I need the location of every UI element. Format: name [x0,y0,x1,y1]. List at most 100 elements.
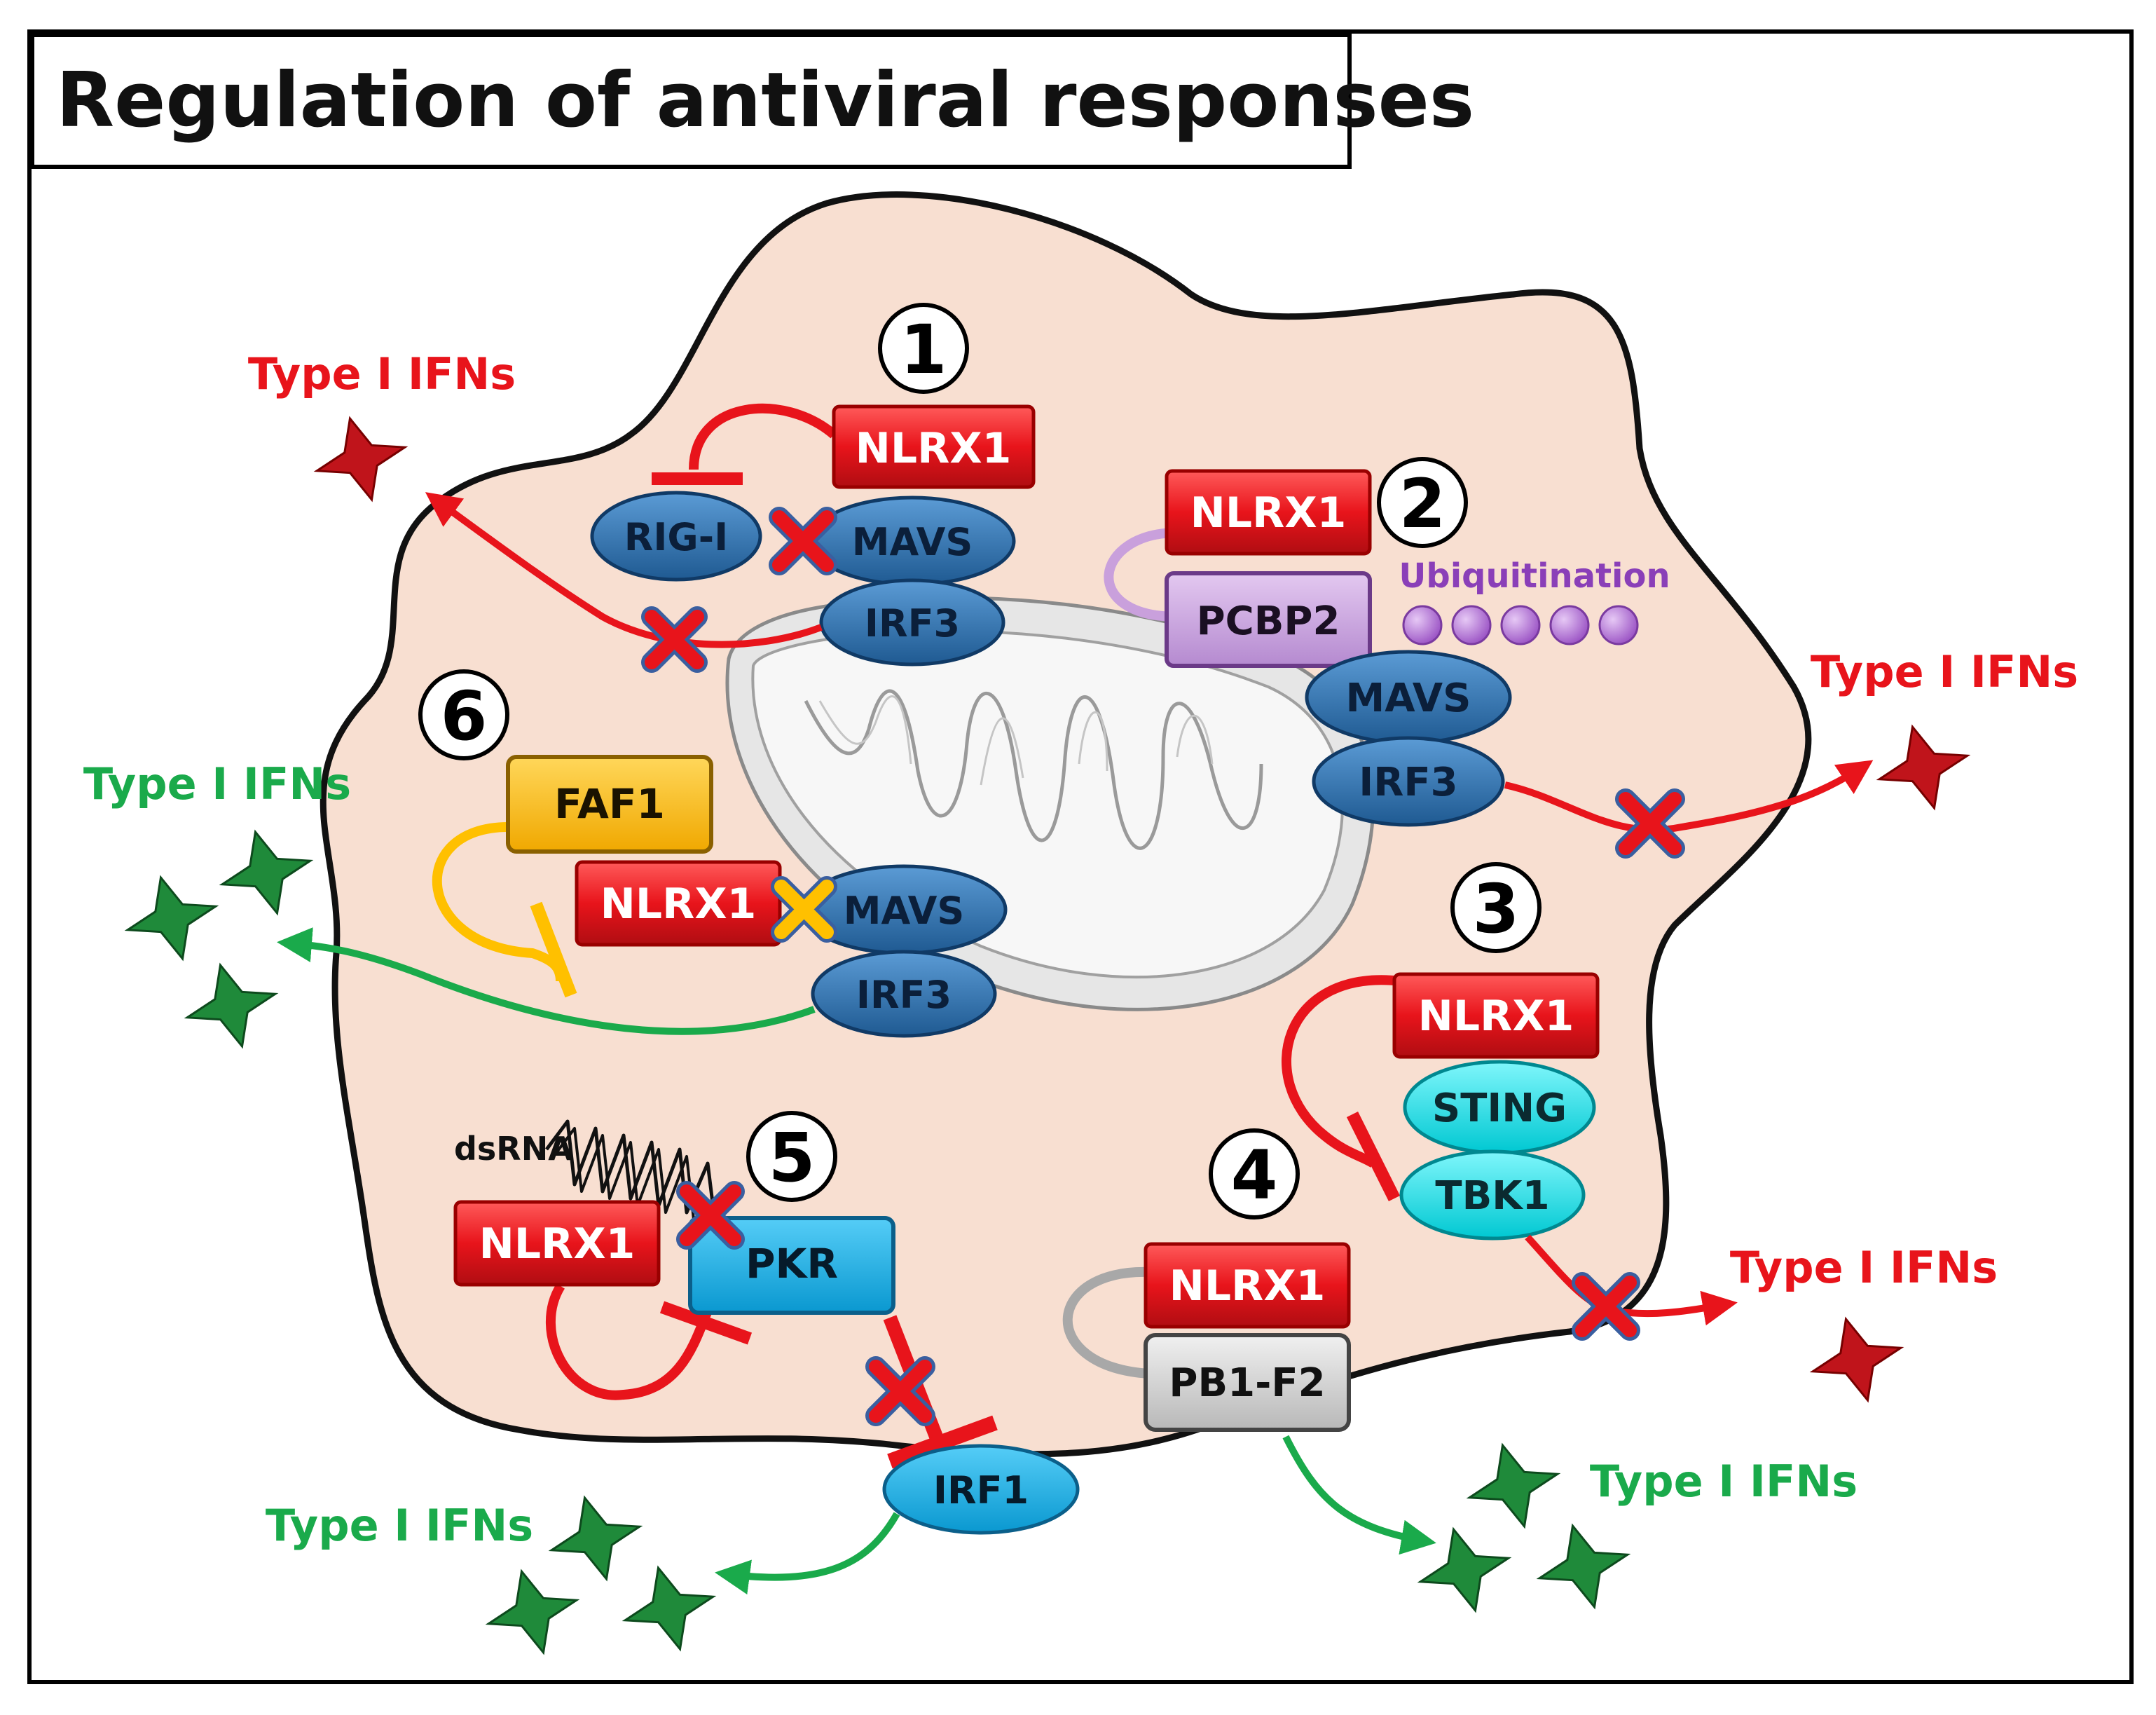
number-badge-5 [746,1111,837,1202]
pkr-inhibition-bar [887,1415,998,1469]
nlrx1-box-2 [1165,469,1372,556]
number-label-3: 3 [1473,870,1520,948]
ubiquitin-bead [1598,605,1639,645]
nlrx1-box-5 [453,1200,661,1287]
number-label-1: 1 [900,310,947,389]
dsrna-helix [545,1119,717,1220]
ifn-star-6a [219,829,314,916]
title-box [30,33,1352,169]
irf3-label-1: IRF3 [865,601,960,645]
tbk1-label: TBK1 [1435,1173,1549,1219]
number-label-4: 4 [1231,1136,1278,1215]
irf1-node [882,1444,1080,1535]
nlrx1-box-1 [832,404,1036,489]
dsrna-label: dsRNA [454,1130,573,1168]
ifn-star-6c [184,962,279,1049]
block-mark-5a [676,1181,745,1250]
nlrx1-label-1: NLRX1 [856,424,1012,473]
inhibition-loop-5 [545,1283,713,1400]
tbk1-node [1399,1149,1586,1241]
ifn-star-6b [124,875,219,962]
ifn-star-5a [548,1495,643,1582]
pcbp2-box [1165,571,1372,668]
signal-path-1 [425,492,823,648]
ifn-star-2 [1876,724,1971,811]
irf3-label-2: IRF3 [1359,760,1457,805]
pkr-label: PKR [746,1240,838,1287]
irf3-node-2 [1312,736,1505,827]
nlrx1-label-2: NLRX1 [1190,488,1347,538]
block-mark-2 [1615,788,1685,859]
ifn-star-5c [622,1565,717,1652]
block-mark-6 [771,876,837,943]
mechanism-3: 3 NLRX1 STING TBK1 Type I IFNs [1281,862,1998,1403]
nlrx1-label-6: NLRX1 [600,880,757,929]
faf1-box [506,755,713,854]
ifn-label-6: Type I IFNs [83,758,351,809]
signal-path-2 [1504,760,1874,833]
ifn-label-1: Type I IFNs [248,348,516,399]
inhibition-bar-5 [659,1301,753,1345]
number-badge-1 [878,303,969,394]
signal-path-6 [277,927,816,1035]
ifn-label-2: Type I IFNs [1811,646,2078,697]
mavs-label-6: MAVS [844,889,965,933]
block-mark-5b [865,1356,935,1426]
sting-label: STING [1432,1086,1567,1131]
ubiquitin-bead [1549,605,1590,645]
block-mark-1b [641,606,708,673]
ifn-star-5b [485,1569,580,1655]
nlrx1-box-6 [575,860,782,947]
dsrna-helix [552,1127,695,1220]
mechanism-1: 1 NLRX1 RIG-I MAVS IRF3 Type I IFNs [248,303,1036,673]
ifn-star-4b [1417,1526,1512,1613]
irf3-node-6 [811,950,997,1038]
mechanism-6: 6 FAF1 NLRX1 MAVS IRF3 Type I IFNs [83,669,1008,1049]
ifn-star-1 [313,416,408,503]
ifn-star-3 [1809,1316,1904,1403]
rig-i-label: RIG-I [624,515,729,559]
mechanism-5: 5 dsRNA NLRX1 PKR IRF1 Type I IFNs [266,1111,1080,1655]
ifn-label-3: Type I IFNs [1730,1242,1998,1293]
pb1-f2-box [1144,1333,1351,1432]
signal-path-5 [715,1512,900,1595]
inhibition-bar-3 [1346,1111,1401,1202]
binding-loop-4 [1062,1266,1150,1379]
number-badge-3 [1450,862,1542,953]
ifn-label-4: Type I IFNs [1590,1456,1858,1507]
rig-i-node [590,491,762,582]
nlrx1-box-4 [1144,1242,1351,1329]
binding-loop-2 [1104,528,1178,622]
nlrx1-label-5: NLRX1 [479,1219,636,1269]
number-badge-6 [418,669,509,760]
signal-path-4 [1282,1435,1436,1555]
mavs-label-1: MAVS [852,520,973,564]
pb1-f2-label: PB1-F2 [1169,1360,1325,1406]
ifn-star-4a [1466,1442,1561,1529]
mechanism-4: 4 NLRX1 PB1-F2 Type I IFNs [1062,1128,1858,1613]
faf1-label: FAF1 [554,780,665,828]
ubiquitin-bead [1402,605,1443,645]
pcbp2-label: PCBP2 [1197,599,1340,644]
page-title: Regulation of antiviral responses [56,57,1474,144]
number-badge-2 [1377,457,1468,548]
ifn-star-4c [1536,1523,1631,1610]
irf1-label: IRF1 [933,1468,1029,1512]
irf3-node-1 [819,578,1005,667]
block-mark-3 [1572,1272,1640,1341]
ubiquitin-bead [1500,605,1541,645]
number-label-6: 6 [441,677,488,756]
nlrx1-label-4: NLRX1 [1169,1262,1326,1311]
mechanism-2: 2 NLRX1 PCBP2 Ubiquitination MAVS IRF3 T… [1104,457,2078,859]
nlrx1-box-3 [1392,972,1600,1059]
block-mark-1a [769,507,837,575]
inhibition-bar-6 [530,901,577,998]
ubiquitin-bead [1451,605,1492,645]
number-label-5: 5 [769,1119,816,1197]
nlrx1-label-3: NLRX1 [1418,992,1574,1041]
ubiquitination-label: Ubiquitination [1399,556,1670,596]
irf3-label-6: IRF3 [856,973,952,1017]
number-badge-4 [1209,1128,1300,1219]
mavs-label-2: MAVS [1346,676,1471,721]
